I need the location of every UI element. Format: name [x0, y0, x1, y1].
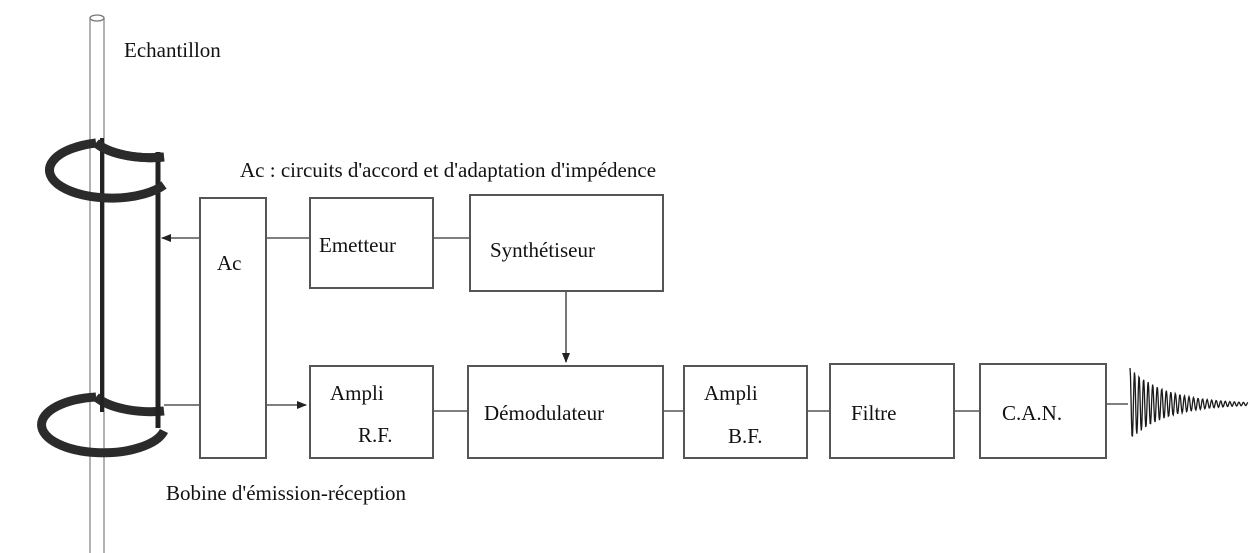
block-ac-label: Ac: [217, 251, 242, 275]
block-ampli-bf-label-1: Ampli: [704, 381, 758, 405]
block-can-label: C.A.N.: [1002, 401, 1062, 425]
fid-signal-icon: [1129, 367, 1249, 437]
block-ampli-rf-label-2: R.F.: [358, 423, 393, 447]
block-synthetiseur: Synthétiseur: [469, 194, 664, 292]
block-demodulateur-label: Démodulateur: [484, 401, 604, 425]
connections: [161, 234, 1128, 412]
block-filtre-label: Filtre: [851, 401, 897, 425]
block-ac: Ac: [199, 197, 267, 459]
block-filtre: Filtre: [829, 363, 955, 459]
block-can: C.A.N.: [979, 363, 1107, 459]
sample-label: Echantillon: [124, 38, 221, 62]
block-synthetiseur-label: Synthétiseur: [490, 238, 595, 262]
block-demodulateur: Démodulateur: [467, 365, 664, 459]
coil-label: Bobine d'émission-réception: [166, 481, 406, 505]
block-ampli-rf: Ampli R.F.: [309, 365, 434, 459]
block-emetteur-label: Emetteur: [319, 233, 396, 257]
block-emetteur: Emetteur: [309, 197, 434, 289]
block-ampli-bf: Ampli B.F.: [683, 365, 808, 459]
block-ampli-bf-label-2: B.F.: [728, 424, 763, 448]
coil-icon: [37, 138, 169, 458]
block-ampli-rf-label-1: Ampli: [330, 381, 384, 405]
circuit-note-label: Ac : circuits d'accord et d'adaptation d…: [240, 158, 656, 182]
